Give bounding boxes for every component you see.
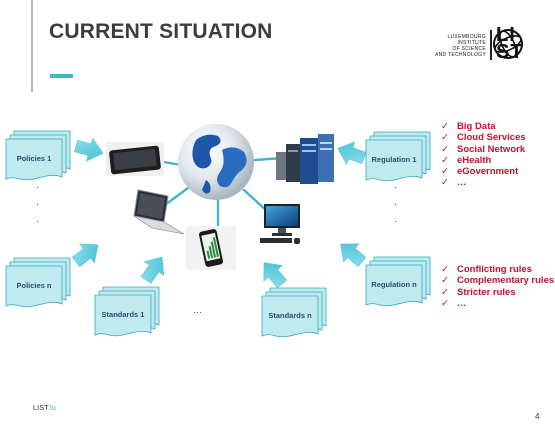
laptop-icon: [133, 189, 185, 235]
check-icon: ✓: [441, 166, 449, 178]
list-item: ✓Big Data: [441, 121, 496, 132]
server-icon: [276, 134, 334, 184]
logo-institute-text: LUXEMBOURG INSTITUTE OF SCIENCE AND TECH…: [434, 34, 486, 58]
tablet-icon: [106, 142, 164, 176]
footer-brand: LIST.lu: [33, 403, 56, 412]
list-item: ✓Conflicting rules: [441, 264, 532, 275]
list-item: ✓Complementary rules: [441, 275, 555, 287]
svg-text:Standards n: Standards n: [268, 311, 312, 320]
arrow-regulation-n-to-desktop: [332, 234, 370, 272]
svg-text:Standards 1: Standards 1: [102, 310, 145, 319]
list-item: ✓Social Network: [441, 143, 526, 155]
list-item: ✓…: [441, 297, 467, 309]
svg-text:Policies 1: Policies 1: [17, 154, 52, 163]
check-icon: ✓: [441, 286, 449, 298]
check-icon: ✓: [441, 132, 449, 144]
document-policies-1: Policies 1: [5, 130, 71, 181]
page-number: 4: [535, 412, 540, 421]
ellipsis-bottom: …: [193, 305, 202, 315]
check-icon: ✓: [441, 143, 449, 155]
list-item: ✓eHealth: [441, 154, 492, 166]
check-icon: ✓: [441, 121, 449, 132]
svg-text:·: ·: [394, 182, 397, 193]
list-logo: LUXEMBOURG INSTITUTE OF SCIENCE AND TECH…: [428, 22, 550, 68]
list-item: ✓Stricter rules: [441, 286, 516, 298]
document-regulation-1: Regulation 1: [365, 131, 431, 182]
ellipsis-right: · · ·: [394, 182, 397, 227]
svg-text:Policies n: Policies n: [16, 281, 51, 290]
issues-bullet-list: ✓Conflicting rules ✓Complementary rules …: [441, 264, 554, 309]
list-item: ✓eGovernment: [441, 166, 519, 178]
arrow-standards-1-to-phone: [135, 249, 173, 288]
document-standards-1: Standards 1: [94, 286, 160, 337]
arrow-policies-1-to-tablet: [72, 134, 107, 166]
ellipsis-left: · · ·: [36, 182, 39, 227]
globe-icon: [178, 124, 254, 200]
svg-text:Regulation 1: Regulation 1: [371, 155, 416, 164]
svg-text:·: ·: [36, 199, 39, 210]
check-icon: ✓: [441, 264, 449, 275]
check-icon: ✓: [441, 297, 449, 309]
svg-text:·: ·: [36, 182, 39, 193]
svg-text:·: ·: [394, 199, 397, 210]
smartphone-icon: [186, 226, 236, 270]
topics-bullet-list: ✓Big Data ✓Cloud Services ✓Social Networ…: [441, 121, 526, 189]
list-item: ✓Cloud Services: [441, 132, 526, 144]
list-item: ✓…: [441, 177, 467, 189]
check-icon: ✓: [441, 177, 449, 189]
arrow-standards-n-to-phone: [254, 254, 292, 292]
accent-line: [31, 0, 33, 92]
logo-globe-icon: [493, 29, 523, 59]
logo-separator: [490, 30, 492, 60]
arrow-policies-n-to-laptop: [68, 235, 106, 272]
svg-text:·: ·: [36, 216, 39, 227]
check-icon: ✓: [441, 154, 449, 166]
slide-title: CURRENT SITUATION: [49, 20, 273, 43]
svg-text:·: ·: [394, 216, 397, 227]
desktop-computer-icon: [260, 204, 300, 244]
title-underline: [50, 74, 73, 78]
check-icon: ✓: [441, 275, 449, 287]
document-standards-n: Standards n: [261, 287, 327, 338]
svg-text:Regulation n: Regulation n: [371, 280, 417, 289]
document-policies-n: Policies n: [5, 257, 71, 308]
document-regulation-n: Regulation n: [365, 256, 431, 307]
arrow-regulation-1-to-server: [333, 136, 369, 170]
